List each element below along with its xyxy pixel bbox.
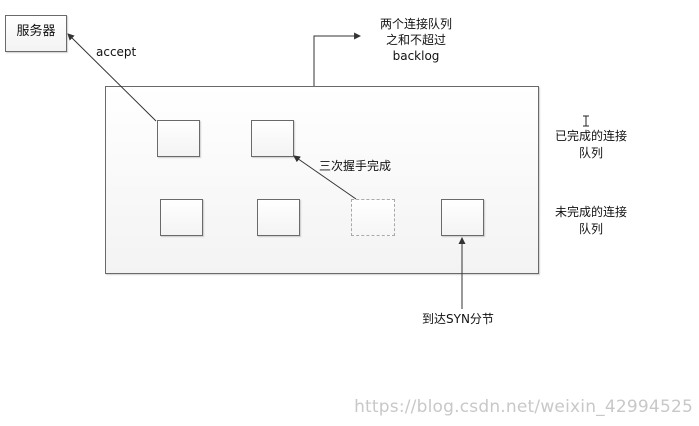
text-cursor-icon (583, 115, 589, 127)
incomplete-queue-slot-4 (441, 199, 484, 236)
server-label: 服务器 (16, 24, 56, 39)
backlog-note-line-3: backlog (392, 49, 440, 63)
listen-socket-container (105, 86, 539, 274)
completed-queue-slot-2 (251, 120, 294, 157)
server-box (5, 15, 67, 52)
backlog-note-line-2: 之和不超过 (385, 33, 446, 47)
incomplete-queue-label-line-1: 未完成的连接 (554, 205, 627, 219)
accept-label: accept (96, 45, 137, 59)
backlog-note-line-1: 两个连接队列 (379, 17, 452, 31)
completed-queue-label-line-1: 已完成的连接 (554, 129, 627, 143)
syn-arrival-label: 到达SYN分节 (422, 312, 494, 326)
incomplete-queue-slot-3-dashed (351, 199, 395, 236)
incomplete-queue-slot-1 (160, 199, 203, 236)
completed-queue-label-line-2: 队列 (578, 146, 603, 160)
incomplete-queue-label-line-2: 队列 (578, 222, 603, 236)
backlog-pointer-arrow (313, 32, 362, 86)
handshake-done-label: 三次握手完成 (319, 159, 392, 173)
watermark-text: https://blog.csdn.net/weixin_42994525 (354, 397, 693, 417)
incomplete-queue-slot-2 (257, 199, 300, 236)
completed-queue-slot-1 (157, 120, 200, 157)
